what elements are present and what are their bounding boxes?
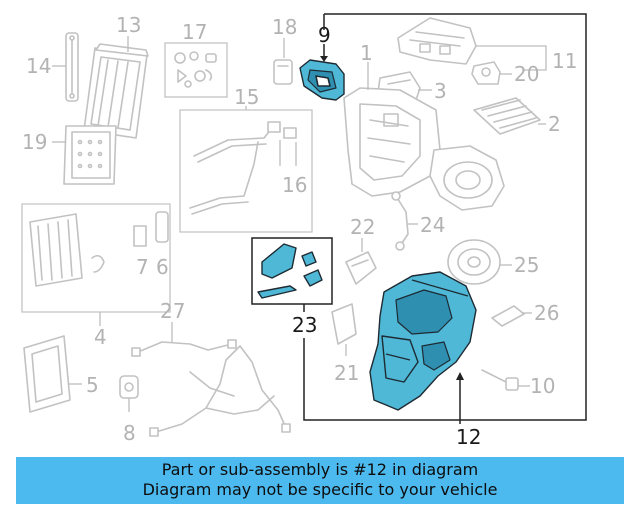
part-11-duct [397,17,477,65]
part-27-wiring-harness [131,339,291,437]
callout-24: 24 [420,213,445,237]
callout-21: 21 [334,361,359,385]
callout-19: 19 [22,130,47,154]
callout-23: 23 [292,313,317,337]
callout-7: 7 [136,255,149,279]
callout-12: 12 [456,425,481,449]
part-4-heater-unit [21,203,171,313]
part-19-evaporator [63,125,117,185]
part-17-fastener-kit [164,42,228,98]
callout-11: 11 [552,49,577,73]
banner-line-part-number: Part or sub-assembly is #12 in diagram [161,460,479,479]
callout-8: 8 [123,421,136,445]
callout-25: 25 [514,253,539,277]
callout-16: 16 [282,173,307,197]
callout-18: 18 [272,15,297,39]
part-18-sensor [273,59,293,85]
callout-1: 1 [360,41,373,65]
part-15-hose-kit [179,109,313,233]
callout-14: 14 [26,54,51,78]
callout-2: 2 [548,112,561,136]
callout-15: 15 [234,85,259,109]
callout-3: 3 [434,79,447,103]
callout-13: 13 [116,13,141,37]
part-9-gasket-highlighted [299,59,345,101]
callout-9: 9 [318,23,331,47]
blower-housing [429,145,505,211]
part-1-hvac-housing [343,87,441,197]
part-24-sensor-wire [391,191,409,251]
callout-22: 22 [350,215,375,239]
callout-6: 6 [156,255,169,279]
callout-10: 10 [530,374,555,398]
callout-4: 4 [94,325,107,349]
part-22-clip [345,251,377,285]
part-21-bracket [331,303,357,345]
banner-line-disclaimer: Diagram may not be specific to your vehi… [142,480,498,499]
callout-5: 5 [86,373,99,397]
part-25-blower-motor [447,239,501,285]
part-13-heater-core [83,43,149,139]
part-8-cap [119,375,139,399]
callout-26: 26 [534,301,559,325]
part-5-filter-frame [23,335,71,413]
callout-17: 17 [182,20,207,44]
part-12-hvac-case-highlighted [369,271,477,411]
callout-27: 27 [160,299,185,323]
part-20-actuator [471,61,501,85]
part-23-mount-kit [251,237,333,305]
part-14-bracket [65,32,79,102]
part-26-resistor [491,305,525,327]
part-10-actuator [481,369,519,391]
info-banner: Part or sub-assembly is #12 in diagram D… [16,457,624,504]
callout-20: 20 [514,62,539,86]
parts-diagram: 14 13 17 18 9 [21,13,587,449]
part-2-cabin-filter [473,97,541,135]
